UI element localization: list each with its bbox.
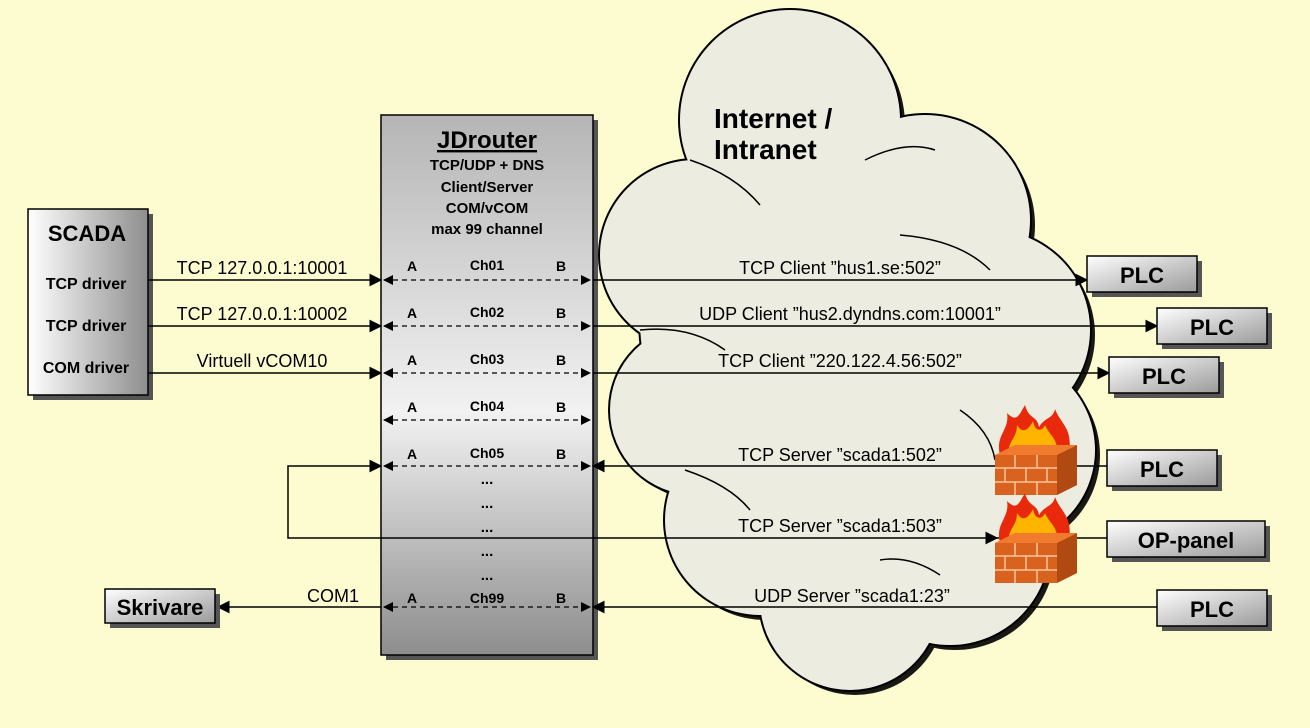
ch04-label: Ch04 bbox=[470, 398, 504, 414]
ch01-label: Ch01 bbox=[470, 257, 504, 273]
cloud-title-line2: Intranet bbox=[714, 134, 817, 165]
device-plc-1-label: PLC bbox=[1120, 263, 1164, 288]
router-line-4: max 99 channel bbox=[431, 221, 543, 238]
cloud-title-line1: Internet / bbox=[714, 103, 832, 134]
device-plc-1: PLC bbox=[1086, 255, 1202, 297]
ch02-side-b: B bbox=[556, 305, 566, 321]
firewall-icon bbox=[995, 493, 1077, 583]
ch03-side-a: A bbox=[407, 352, 417, 368]
ch01-left-label: TCP 127.0.0.1:10001 bbox=[177, 258, 348, 278]
device-op-panel: OP-panel bbox=[1106, 520, 1270, 562]
router-line-1: TCP/UDP + DNS bbox=[430, 157, 544, 174]
ch99-side-a: A bbox=[407, 590, 417, 606]
router-title: JDrouter bbox=[437, 127, 537, 154]
scada-driver-1: TCP driver bbox=[46, 276, 127, 293]
ch02-left-label: TCP 127.0.0.1:10002 bbox=[177, 304, 348, 324]
ch05-side-a: A bbox=[407, 446, 417, 462]
loop-link bbox=[287, 459, 999, 545]
channel-ch99: A Ch99 B bbox=[407, 590, 566, 606]
ch05-right-label: TCP Server ”scada1:502” bbox=[738, 445, 942, 465]
device-plc-4: PLC bbox=[1106, 449, 1222, 491]
ch01-right-label: TCP Client ”hus1.se:502” bbox=[739, 258, 941, 278]
channel-ch05: A Ch05 B bbox=[407, 445, 566, 462]
firewall-icon bbox=[995, 405, 1077, 495]
channel-ch04: A Ch04 B bbox=[407, 398, 566, 415]
device-plc-2-label: PLC bbox=[1190, 315, 1234, 340]
ch05-label: Ch05 bbox=[470, 445, 504, 461]
channel-ellipsis-5: ... bbox=[481, 567, 494, 584]
ch03-side-b: B bbox=[556, 352, 566, 368]
channel-ch02: A Ch02 B bbox=[407, 304, 566, 321]
device-plc-2: PLC bbox=[1156, 307, 1272, 349]
ch04-side-a: A bbox=[407, 399, 417, 415]
scada-box bbox=[27, 208, 149, 396]
channel-ellipsis-4: ... bbox=[481, 543, 494, 560]
router-line-2: Client/Server bbox=[441, 179, 534, 196]
router-line-3: COM/vCOM bbox=[446, 200, 529, 217]
device-plc-5: PLC bbox=[1156, 589, 1272, 631]
ch03-label: Ch03 bbox=[470, 351, 504, 367]
device-plc-4-label: PLC bbox=[1140, 457, 1184, 482]
ch03-right-label: TCP Client ”220.122.4.56:502” bbox=[718, 351, 962, 371]
channel-ch01: A Ch01 B bbox=[407, 257, 566, 274]
ch01-side-b: B bbox=[556, 258, 566, 274]
device-plc-5-label: PLC bbox=[1190, 597, 1234, 622]
printer-label: Skrivare bbox=[117, 595, 204, 620]
ch02-right-label: UDP Client ”hus2.dyndns.com:10001” bbox=[699, 304, 1001, 324]
ch99-side-b: B bbox=[556, 590, 566, 606]
channel-ellipsis-1: ... bbox=[481, 471, 494, 488]
printer-box: Skrivare bbox=[104, 588, 220, 628]
channel-ellipsis-2: ... bbox=[481, 495, 494, 512]
ch02-label: Ch02 bbox=[470, 304, 504, 320]
ch01-side-a: A bbox=[407, 258, 417, 274]
device-plc-3: PLC bbox=[1108, 356, 1224, 398]
ch05-side-b: B bbox=[556, 446, 566, 462]
ch04-side-b: B bbox=[556, 399, 566, 415]
ch03-left-label: Virtuell vCOM10 bbox=[197, 351, 328, 371]
ch99-left-label: COM1 bbox=[307, 586, 359, 606]
ch99-label: Ch99 bbox=[470, 590, 504, 606]
scada-title: SCADA bbox=[48, 221, 126, 246]
device-plc-3-label: PLC bbox=[1142, 364, 1186, 389]
ch99-right-label: UDP Server ”scada1:23” bbox=[754, 586, 950, 606]
scada-driver-3: COM driver bbox=[43, 360, 129, 377]
ch02-side-a: A bbox=[407, 305, 417, 321]
channel-ch03: A Ch03 B bbox=[407, 351, 566, 368]
device-op-panel-label: OP-panel bbox=[1138, 528, 1235, 553]
channel-ellipsis-3: ... bbox=[481, 519, 494, 536]
loop-right-label: TCP Server ”scada1:503” bbox=[738, 516, 942, 536]
router-box bbox=[380, 114, 594, 656]
scada-driver-2: TCP driver bbox=[46, 318, 127, 335]
